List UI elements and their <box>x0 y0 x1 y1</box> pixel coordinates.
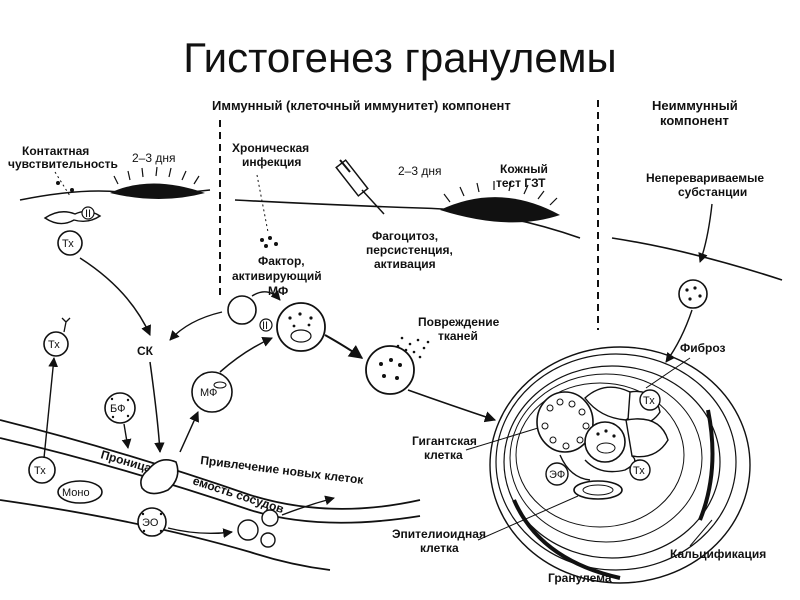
th-cell-vessel-label: Тх <box>34 465 46 477</box>
lesion-rays-mid <box>443 181 558 206</box>
chronic-label-line2: инфекция <box>242 155 301 169</box>
vessel-cells-cluster <box>237 509 279 548</box>
th-cell-left <box>43 331 69 357</box>
damage-particles <box>396 336 430 359</box>
days-left-label: 2–3 дня <box>132 151 175 165</box>
epithelioid-cell <box>573 480 623 500</box>
lesion-rays-left <box>113 166 200 185</box>
giant-cell-label-line2: клетка <box>424 448 463 462</box>
nonimmune-header-line2: компонент <box>660 113 729 128</box>
factor-label-line2: активирующий <box>232 269 322 283</box>
bf-cell-label: БФ <box>110 403 125 415</box>
vessel-wall-top <box>0 419 421 510</box>
contact-label-line1: Контактная <box>22 144 89 158</box>
nonimmune-macrophage <box>678 279 708 309</box>
mono-cell-label: Моно <box>62 487 90 499</box>
th-cell-top <box>57 230 83 256</box>
damage-macrophage <box>365 345 415 395</box>
emigrating-cell <box>140 459 179 495</box>
factor-label-line3: МФ <box>268 284 288 298</box>
nonimmune-header-line1: Неиммунный <box>652 98 738 113</box>
th-granuloma-top-label: Тх <box>643 395 655 407</box>
skin-line-mid <box>234 199 581 239</box>
cell-ii-left: II <box>85 208 91 220</box>
phago-label-line3: активация <box>374 257 436 271</box>
vessel-wall-bottom <box>0 499 331 571</box>
th-cell-mid <box>227 295 257 325</box>
bacteria-cluster <box>260 236 278 248</box>
granuloma-label: Гранулема <box>548 571 612 585</box>
phago-label-line2: персистенция, <box>366 243 453 257</box>
damage-label-line2: тканей <box>438 329 478 343</box>
calcification-label: Кальцификация <box>670 547 766 561</box>
th-cell-granuloma-bottom <box>629 459 651 481</box>
syringe-icon <box>335 159 385 215</box>
indigestible-line2: субстанции <box>678 185 747 199</box>
epithelioid-label-line1: Эпителиоидная <box>392 527 486 541</box>
ef-cell <box>545 462 569 486</box>
factor-label-line1: Фактор, <box>258 254 305 268</box>
central-macrophage <box>584 421 626 463</box>
phago-label-line1: Фагоцитоз, <box>372 229 438 243</box>
damage-label-line1: Повреждение <box>418 315 500 329</box>
ef-cell-label: ЭФ <box>549 469 565 481</box>
slide-title: Гистогенез гранулемы <box>183 34 617 81</box>
granuloma: Тх Тх ЭФ <box>489 346 751 584</box>
th-granuloma-bottom-label: Тх <box>633 465 645 477</box>
indigestible-line1: Неперевариваемые <box>646 171 764 185</box>
skin-lesion-mid <box>440 197 560 223</box>
epithelioid-label-line2: клетка <box>420 541 459 555</box>
skin-test-line1: Кожный <box>500 162 548 176</box>
th-cell-top-label: Тх <box>62 238 74 250</box>
skin-test-line2: тест ГЗТ <box>496 176 546 190</box>
th-cell-left-label: Тх <box>48 339 60 351</box>
mono-cell <box>57 480 103 504</box>
vessel-wall-band <box>0 437 421 524</box>
th-cell-vessel <box>28 456 56 484</box>
fibrosis-label: Фиброз <box>680 341 726 355</box>
chronic-label-line1: Хроническая <box>232 141 309 155</box>
mf-cell-label: МФ <box>200 387 217 399</box>
contact-label-line2: чувствительность <box>8 157 118 171</box>
skin-lesion-left <box>110 183 205 199</box>
immune-component-header: Иммунный (клеточный иммунитет) компонент <box>212 98 511 113</box>
days-mid-label: 2–3 дня <box>398 164 441 178</box>
skin-line-right <box>611 237 783 281</box>
giant-cell-label-line1: Гигантская <box>412 434 477 448</box>
activated-macrophage <box>276 302 326 352</box>
cell-ii-mid: II <box>262 320 268 332</box>
sk-label: СК <box>137 344 154 358</box>
eo-cell-label: ЭО <box>142 517 159 529</box>
th-cell-granuloma-top <box>639 389 661 411</box>
eo-cell <box>137 507 167 537</box>
